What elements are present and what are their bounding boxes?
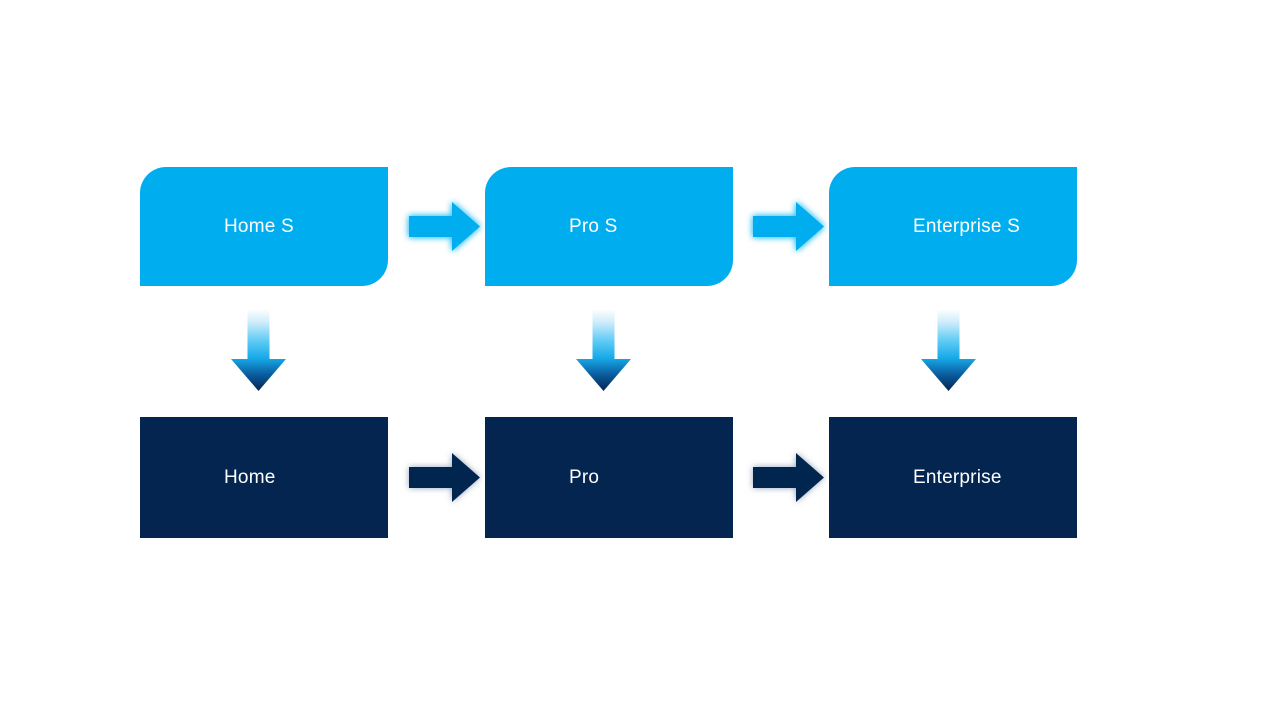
node-home-s[interactable]: Home S xyxy=(140,167,388,286)
arrow-down-icon-pro xyxy=(576,309,631,391)
node-enterprise-s[interactable]: Enterprise S xyxy=(829,167,1077,286)
node-pro-s[interactable]: Pro S xyxy=(485,167,733,286)
node-label: Home S xyxy=(224,216,294,237)
node-pro[interactable]: Pro xyxy=(485,417,733,538)
node-label: Enterprise S xyxy=(913,216,1020,237)
node-enterprise[interactable]: Enterprise xyxy=(829,417,1077,538)
node-label: Pro S xyxy=(569,216,618,237)
node-label: Enterprise xyxy=(913,467,1002,488)
node-home[interactable]: Home xyxy=(140,417,388,538)
node-label: Home xyxy=(224,467,276,488)
node-label: Pro xyxy=(569,467,600,488)
arrow-right-icon-home-to-pro xyxy=(409,453,480,502)
arrow-right-icon-home-s-to-pro-s xyxy=(409,202,480,251)
arrow-right-icon-pro-s-to-enterprise-s xyxy=(753,202,824,251)
arrow-right-icon-pro-to-enterprise xyxy=(753,453,824,502)
arrow-down-icon-home xyxy=(231,309,286,391)
arrow-down-icon-enterprise xyxy=(921,309,976,391)
